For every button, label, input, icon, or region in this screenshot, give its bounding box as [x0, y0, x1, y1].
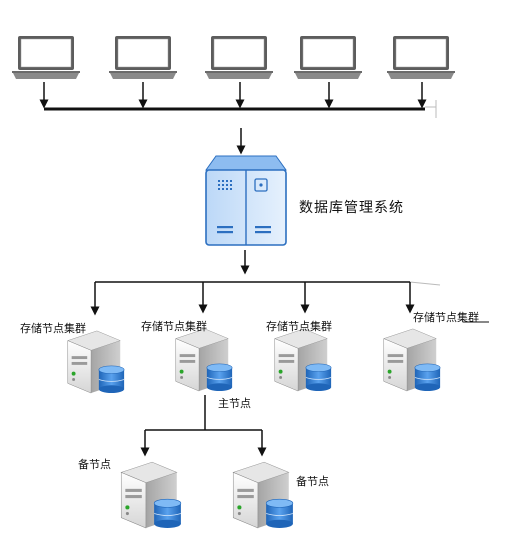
db-cabinet-icon — [205, 155, 287, 246]
cluster-arrows — [90, 282, 415, 316]
storage-server-1 — [67, 330, 125, 394]
client-laptop-4 — [293, 35, 363, 80]
client-laptop-2 — [108, 35, 178, 80]
cluster-label-1: 存储节点集群 — [20, 322, 86, 335]
storage-server-4 — [383, 328, 441, 392]
primary-node-label: 主节点 — [218, 397, 251, 410]
client-arrows — [39, 82, 427, 109]
client-laptop-3 — [204, 35, 274, 80]
backup-node-label-2: 备节点 — [296, 475, 329, 488]
cluster-label-3: 存储节点集群 — [266, 320, 332, 333]
cluster-label-2: 存储节点集群 — [141, 320, 207, 333]
cluster-bus-tail — [409, 281, 441, 286]
backup-node-label-1: 备节点 — [78, 458, 111, 471]
storage-server-2 — [175, 328, 233, 392]
db-system-label: 数据库管理系统 — [299, 200, 404, 216]
client-laptop-5 — [386, 35, 456, 80]
storage-server-3 — [274, 328, 332, 392]
backup-server-1 — [120, 461, 182, 529]
cluster-label-4: 存储节点集群 — [413, 311, 479, 324]
client-laptop-1 — [11, 35, 81, 80]
backup-server-2 — [232, 461, 294, 529]
